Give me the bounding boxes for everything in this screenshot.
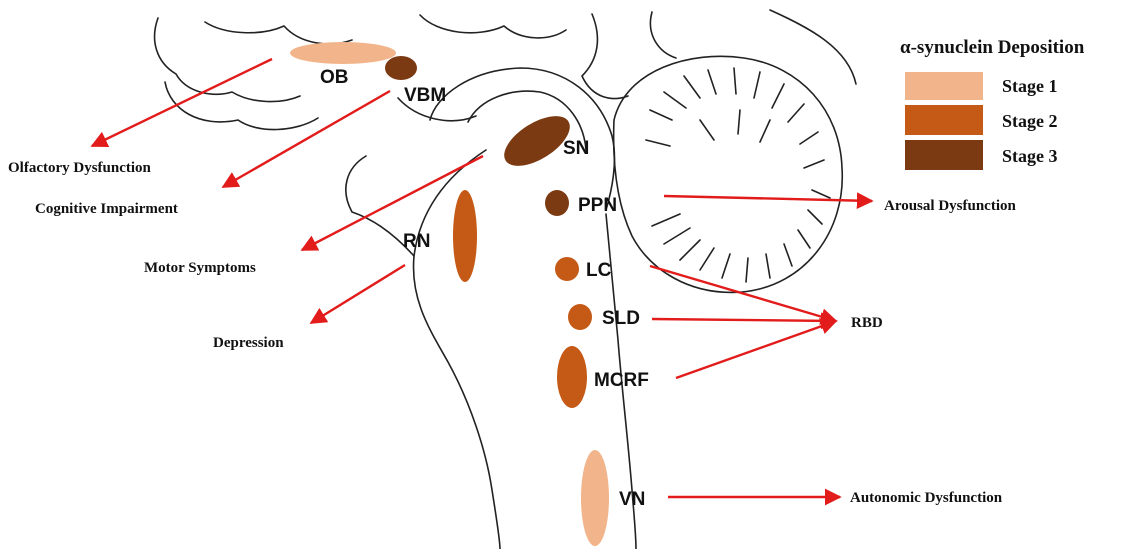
lc-region	[555, 257, 579, 281]
cortex-fold	[582, 14, 628, 99]
legend-swatch-stage-1	[905, 72, 983, 100]
cortex-fold	[650, 12, 676, 58]
autonomic-dysfunction-label: Autonomic Dysfunction	[850, 490, 1003, 506]
motor-symptoms-label: Motor Symptoms	[144, 260, 256, 276]
brain-outline	[155, 10, 856, 549]
rbd-label: RBD	[851, 315, 883, 331]
sld-region	[568, 304, 592, 330]
sn-label: SN	[563, 138, 589, 159]
cerebellum-contour	[770, 10, 856, 84]
legend-label-stage-2: Stage 2	[1002, 111, 1058, 131]
depression-label: Depression	[213, 335, 284, 351]
cerebellum-folia	[646, 68, 824, 168]
arrow-olfactory	[92, 59, 272, 146]
olfactory-dysfunction-label: Olfactory Dysfunction	[8, 160, 152, 176]
legend-label-stage-1: Stage 1	[1002, 76, 1058, 96]
mcrf-region	[557, 346, 587, 408]
arrow-depression	[311, 265, 405, 323]
vbm-region	[385, 56, 417, 80]
cortex-fold	[420, 15, 566, 38]
rn-region	[453, 190, 477, 282]
vbm-label: VBM	[404, 85, 446, 106]
arrow-rbd-mcrf	[676, 321, 836, 378]
vn-label: VN	[619, 489, 645, 510]
rn-label: RN	[403, 231, 430, 252]
arrow-cognitive	[223, 91, 390, 187]
cortex-fold	[165, 82, 318, 130]
deposition-regions	[290, 42, 609, 546]
arousal-dysfunction-label: Arousal Dysfunction	[884, 198, 1016, 214]
legend-swatch-stage-2	[905, 105, 983, 135]
arrow-rbd-sld	[652, 319, 836, 321]
symptom-labels: Olfactory Dysfunction Cognitive Impairme…	[8, 160, 1016, 506]
ppn-region	[545, 190, 569, 216]
ob-label: OB	[320, 67, 349, 88]
arrows	[92, 59, 872, 497]
legend: α-synuclein Deposition Stage 1 Stage 2 S…	[900, 37, 1085, 170]
cortex-fold	[205, 22, 352, 44]
legend-title: α-synuclein Deposition	[900, 37, 1085, 58]
cerebellum-outline	[614, 56, 843, 292]
arrow-rbd-lc	[650, 266, 836, 321]
legend-label-stage-3: Stage 3	[1002, 146, 1058, 166]
cognitive-impairment-label: Cognitive Impairment	[35, 201, 178, 217]
mcrf-label: MCRF	[594, 370, 649, 391]
ob-region	[290, 42, 396, 64]
sld-label: SLD	[602, 308, 640, 329]
vn-region	[581, 450, 609, 546]
legend-swatch-stage-3	[905, 140, 983, 170]
ppn-label: PPN	[578, 195, 617, 216]
lc-label: LC	[586, 260, 612, 281]
region-labels: OB VBM SN PPN RN LC SLD MCRF VN	[320, 67, 649, 510]
cerebellum-folia	[652, 190, 830, 282]
